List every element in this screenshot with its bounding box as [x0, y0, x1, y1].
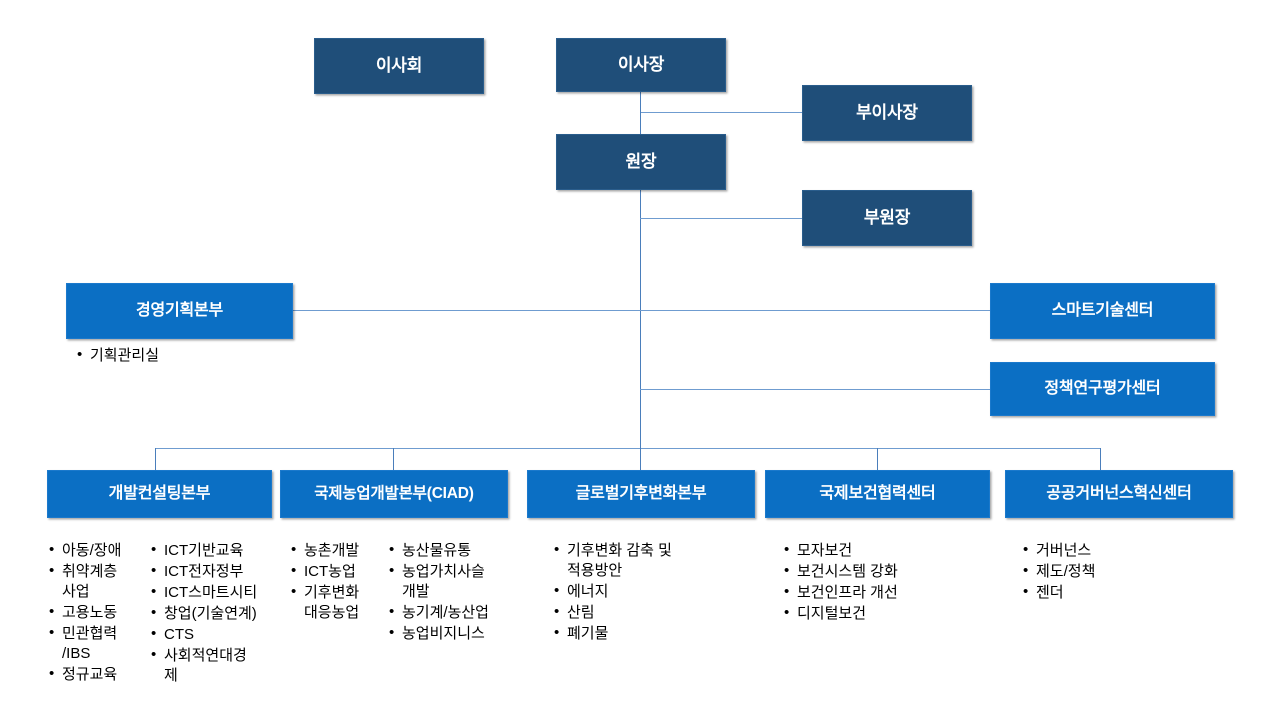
- bullets-intl-health: 모자보건 보건시스템 강화 보건인프라 개선 디지털보건: [783, 540, 993, 625]
- connector-drop-intl-health: [877, 448, 878, 470]
- list-item: 폐기물: [553, 623, 753, 644]
- connector-drop-global-climate: [640, 448, 641, 470]
- list-item: ICT기반교육: [150, 540, 286, 561]
- list-item: 농산물유통: [388, 540, 518, 561]
- list-item: 아동/장애: [48, 540, 150, 561]
- bullets-global-climate: 기후변화 감축 및 적용방안 에너지 산림 폐기물: [553, 540, 753, 645]
- connector-drop-ciad: [393, 448, 394, 470]
- list-item: ICT농업: [290, 561, 388, 582]
- list-item: CTS: [150, 624, 286, 645]
- bullet-list-global-climate: 기후변화 감축 및 적용방안 에너지 산림 폐기물: [553, 540, 753, 644]
- connector-drop-public-governance: [1100, 448, 1101, 470]
- node-vice-president[interactable]: 부원장: [802, 190, 972, 246]
- bullet-column-1: 농촌개발 ICT농업 기후변화 대응농업: [290, 540, 388, 645]
- connector-president-spine: [640, 190, 641, 450]
- connector-president-vice-president: [640, 218, 802, 219]
- node-intl-health[interactable]: 국제보건협력센터: [765, 470, 990, 518]
- list-item: 보건인프라 개선: [783, 582, 993, 603]
- bullet-column-1: 아동/장애 취약계층 사업 고용노동 민관협력 /IBS 정규교육: [48, 540, 150, 687]
- connector-spine-policy-research-center: [640, 389, 990, 390]
- connector-spine-management-planning: [293, 310, 640, 311]
- node-smart-tech-center[interactable]: 스마트기술센터: [990, 283, 1215, 339]
- bullets-development-consulting: 아동/장애 취약계층 사업 고용노동 민관협력 /IBS 정규교육 ICT기반교…: [48, 540, 288, 687]
- bullet-list-public-governance: 거버넌스 제도/정책 젠더: [1022, 540, 1222, 603]
- list-item: 창업(기술연계): [150, 603, 286, 624]
- list-item: 모자보건: [783, 540, 993, 561]
- list-item: 취약계층 사업: [48, 561, 150, 602]
- list-item: 기후변화 대응농업: [290, 582, 388, 623]
- connector-drop-development-consulting: [155, 448, 156, 470]
- list-item: 고용노동: [48, 602, 150, 623]
- list-item: 사회적연대경 제: [150, 645, 286, 686]
- list-item: 산림: [553, 602, 753, 623]
- list-item: 농기계/농산업: [388, 602, 518, 623]
- list-item: 농업비지니스: [388, 623, 518, 644]
- list-item: 젠더: [1022, 582, 1222, 603]
- list-item: 농촌개발: [290, 540, 388, 561]
- node-chairman[interactable]: 이사장: [556, 38, 726, 92]
- bullets-public-governance: 거버넌스 제도/정책 젠더: [1022, 540, 1222, 604]
- bullet-list-intl-health: 모자보건 보건시스템 강화 보건인프라 개선 디지털보건: [783, 540, 993, 624]
- bullet-list-ciad-2: 농산물유통 농업가치사슬 개발 농기계/농산업 농업비지니스: [388, 540, 518, 644]
- list-item: 제도/정책: [1022, 561, 1222, 582]
- bullets-ciad: 농촌개발 ICT농업 기후변화 대응농업 농산물유통 농업가치사슬 개발 농기계…: [290, 540, 520, 645]
- node-policy-research-center[interactable]: 정책연구평가센터: [990, 362, 1215, 416]
- bullet-column-2: 농산물유통 농업가치사슬 개발 농기계/농산업 농업비지니스: [388, 540, 518, 645]
- node-management-planning[interactable]: 경영기획본부: [66, 283, 293, 339]
- bullet-list-development-consulting-1: 아동/장애 취약계층 사업 고용노동 민관협력 /IBS 정규교육: [48, 540, 150, 685]
- connector-chairman-down: [640, 92, 641, 112]
- node-vice-chairman[interactable]: 부이사장: [802, 85, 972, 141]
- list-item: 농업가치사슬 개발: [388, 561, 518, 602]
- bullet-list-management-planning: 기획관리실: [76, 345, 291, 366]
- node-public-governance[interactable]: 공공거버넌스혁신센터: [1005, 470, 1233, 518]
- connector-chairman-president: [640, 112, 641, 134]
- node-president[interactable]: 원장: [556, 134, 726, 190]
- list-item: 기후변화 감축 및 적용방안: [553, 540, 753, 581]
- list-item: 정규교육: [48, 664, 150, 685]
- bullets-management-planning: 기획관리실: [76, 345, 291, 367]
- list-item: ICT전자정부: [150, 561, 286, 582]
- list-item: 민관협력 /IBS: [48, 623, 150, 664]
- list-item: 거버넌스: [1022, 540, 1222, 561]
- connector-spine-smart-tech-center: [640, 310, 990, 311]
- connector-division-bus: [155, 448, 1100, 449]
- node-development-consulting[interactable]: 개발컨설팅본부: [47, 470, 272, 518]
- bullet-list-development-consulting-2: ICT기반교육 ICT전자정부 ICT스마트시티 창업(기술연계) CTS 사회…: [150, 540, 286, 686]
- list-item: 기획관리실: [76, 345, 291, 366]
- bullet-list-ciad-1: 농촌개발 ICT농업 기후변화 대응농업: [290, 540, 388, 623]
- node-global-climate[interactable]: 글로벌기후변화본부: [527, 470, 755, 518]
- connector-chairman-vice-chairman: [640, 112, 802, 113]
- list-item: 디지털보건: [783, 603, 993, 624]
- list-item: 보건시스템 강화: [783, 561, 993, 582]
- bullet-column-2: ICT기반교육 ICT전자정부 ICT스마트시티 창업(기술연계) CTS 사회…: [150, 540, 286, 687]
- list-item: 에너지: [553, 581, 753, 602]
- node-ciad[interactable]: 국제농업개발본부(CIAD): [280, 470, 508, 518]
- node-board-of-directors[interactable]: 이사회: [314, 38, 484, 94]
- list-item: ICT스마트시티: [150, 582, 286, 603]
